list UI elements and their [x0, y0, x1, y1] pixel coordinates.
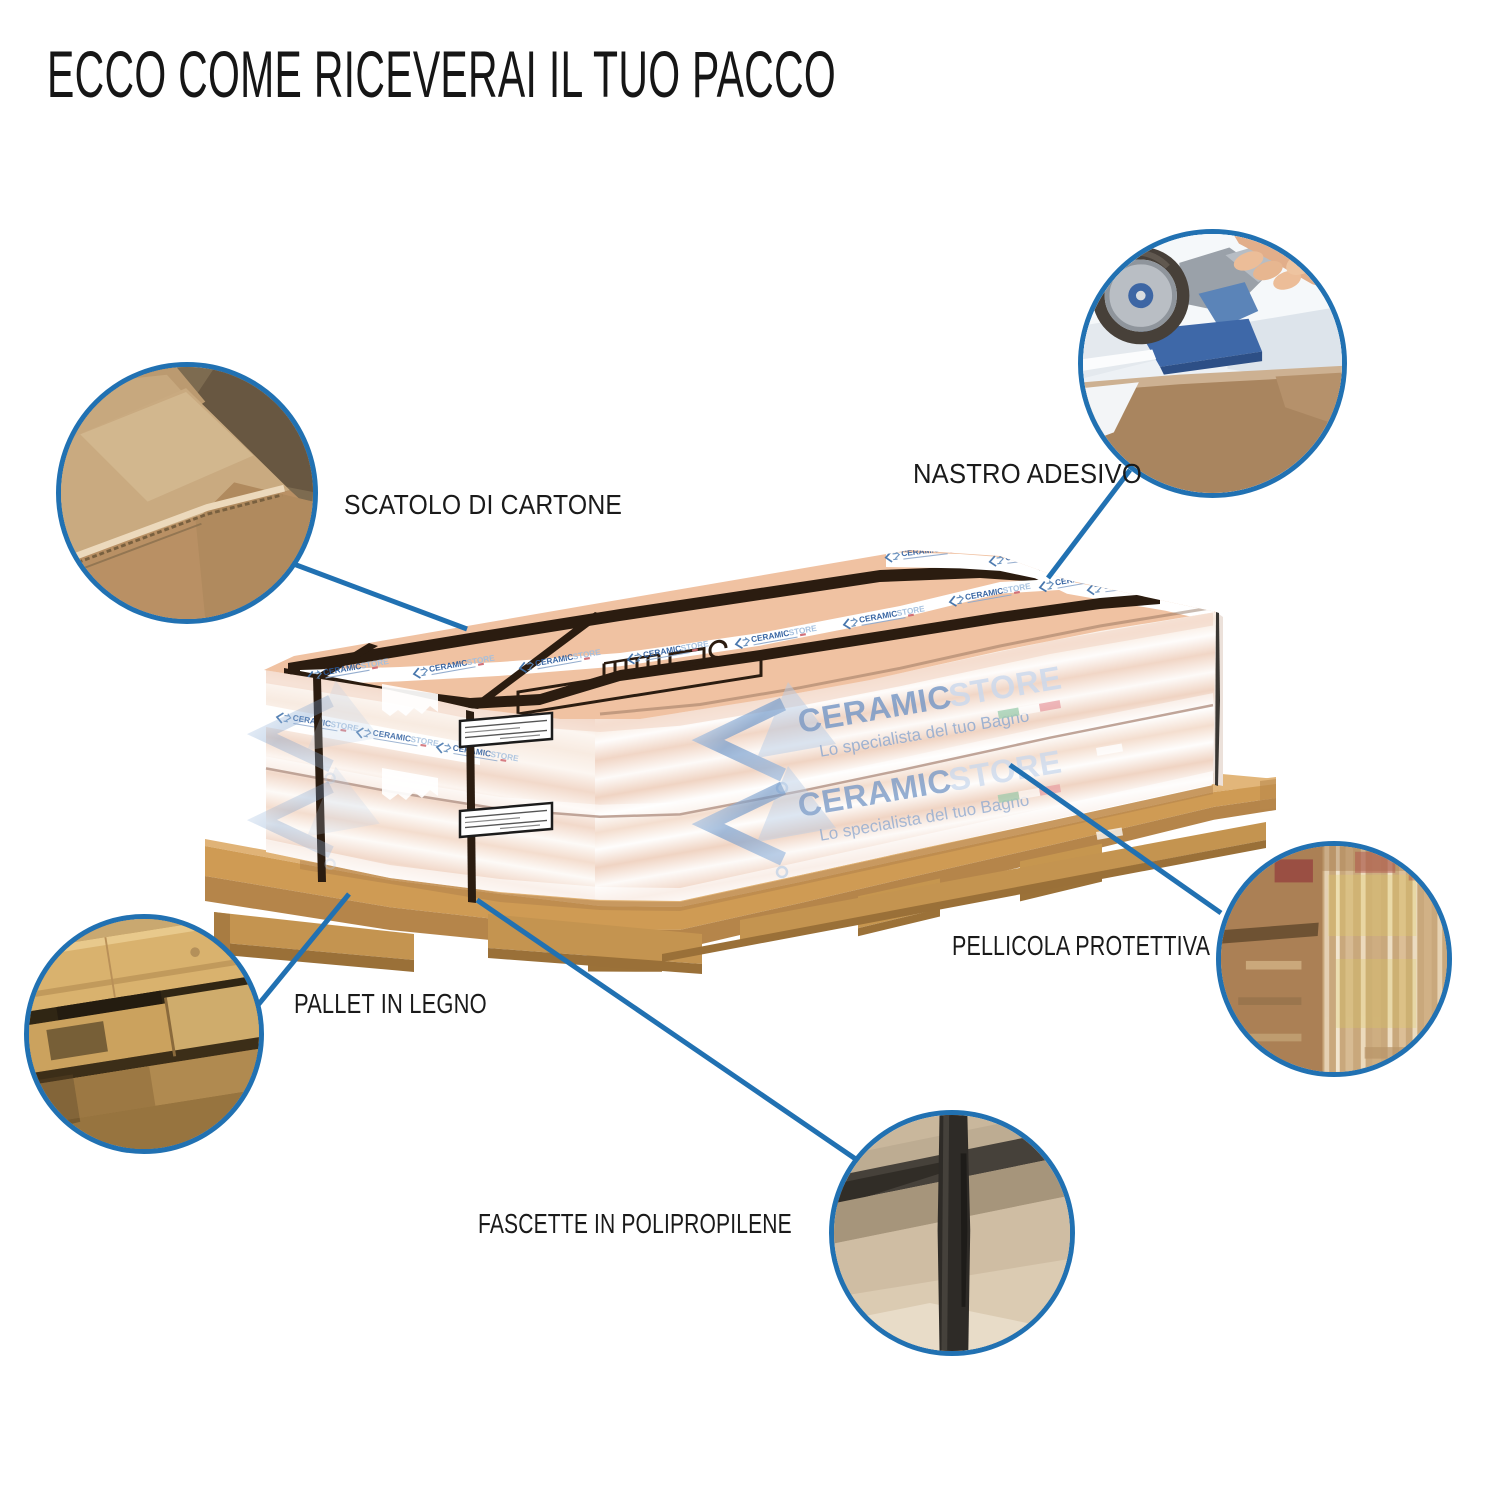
svg-text:STORE: STORE [1092, 567, 1122, 581]
svg-text:STORE: STORE [939, 541, 969, 553]
svg-text:CERAMIC: CERAMIC [901, 545, 940, 559]
svg-text:CERAMIC: CERAMIC [1005, 549, 1044, 563]
svg-text:STORE: STORE [1141, 574, 1171, 586]
svg-text:CERAMIC: CERAMIC [1103, 577, 1142, 591]
